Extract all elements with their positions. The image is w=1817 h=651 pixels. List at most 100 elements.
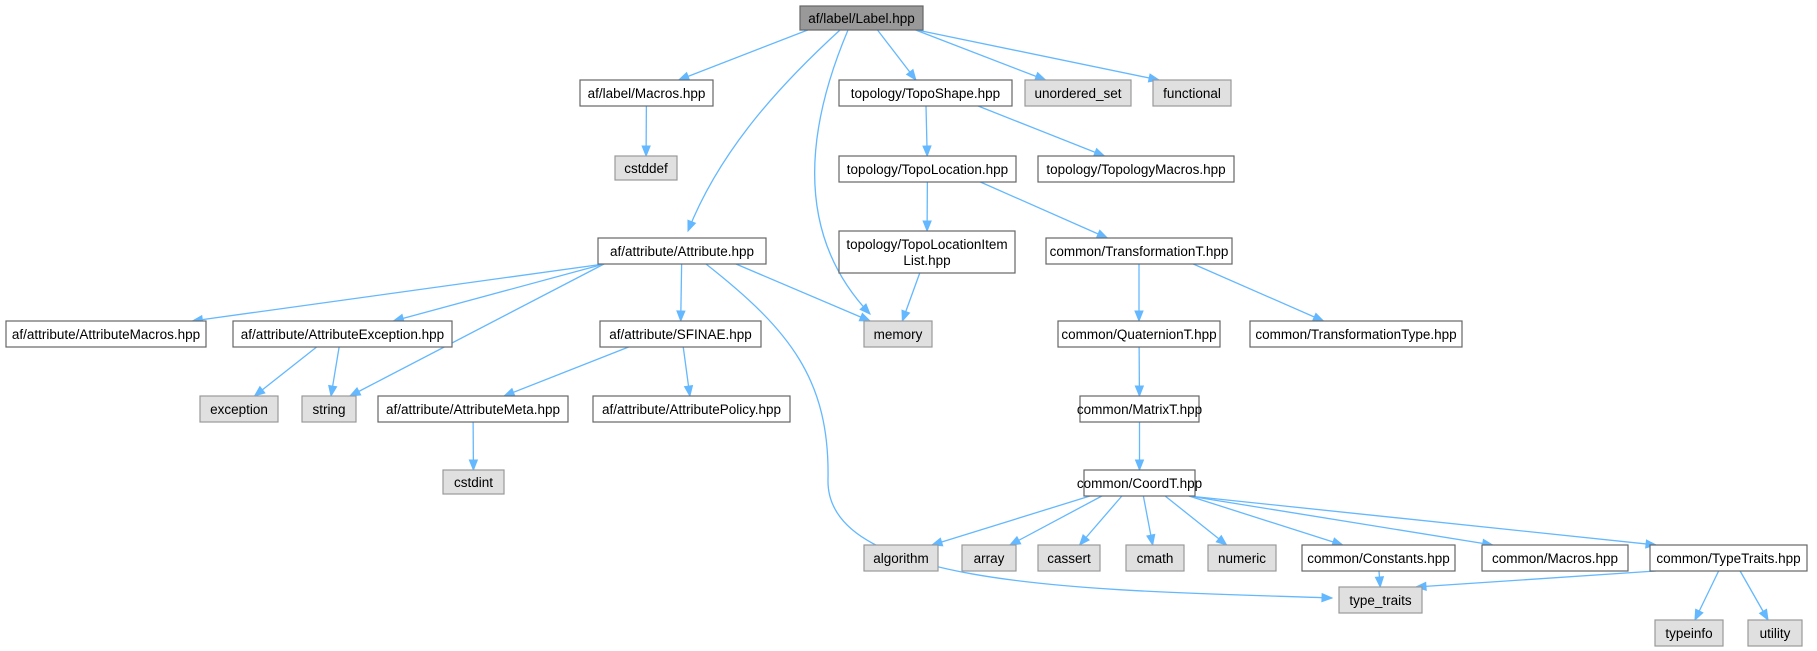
node-topolocation[interactable]: topology/TopoLocation.hpp [838, 155, 1017, 183]
node-quaterniont[interactable]: common/QuaternionT.hpp [1057, 320, 1221, 348]
edge-constants-to-type-traits [1374, 570, 1385, 589]
edge-attribute-to-attrexception [392, 263, 605, 323]
node-utility: utility [1747, 619, 1803, 647]
node-label: cstddef [624, 161, 668, 176]
node-cstddef: cstddef [614, 155, 678, 181]
node-constants[interactable]: common/Constants.hpp [1301, 544, 1456, 572]
arrowhead-icon [1374, 576, 1385, 589]
node-cstdint: cstdint [442, 469, 505, 495]
node-box [1152, 79, 1232, 107]
node-box [597, 237, 767, 265]
node-box [1338, 586, 1423, 614]
node-label: type_traits [1349, 593, 1412, 608]
edge-transformationt-to-quaterniont [1134, 264, 1144, 323]
arrowhead-icon [901, 309, 911, 323]
arrowhead-icon [683, 384, 694, 398]
edge-line [915, 29, 1046, 81]
arrowhead-icon [676, 310, 686, 323]
node-label[interactable]: af/label/Label.hpp [799, 5, 924, 31]
node-label: topology/TopoLocationItem [846, 237, 1007, 252]
node-box [301, 395, 357, 423]
node-box [614, 155, 678, 181]
edge-coordt-to-cassert [1078, 495, 1123, 547]
edge-label-to-attribute [687, 29, 841, 233]
node-label: common/CoordT.hpp [1077, 476, 1202, 491]
node-matrixt[interactable]: common/MatrixT.hpp [1077, 395, 1202, 423]
node-box [1207, 544, 1277, 572]
node-attrmeta[interactable]: af/attribute/AttributeMeta.hpp [377, 395, 569, 423]
arrowhead-icon [253, 385, 266, 397]
edge-line [393, 263, 605, 322]
node-box [1654, 619, 1724, 647]
edge-attribute-to-string [348, 263, 605, 397]
node-label: af/attribute/AttributeMacros.hpp [12, 327, 200, 342]
edge-topolocationitemlist-to-memory [901, 272, 921, 323]
node-attribute[interactable]: af/attribute/Attribute.hpp [597, 237, 767, 265]
edge-line [1188, 495, 1657, 546]
node-macros[interactable]: af/label/Macros.hpp [579, 79, 714, 107]
edge-line [192, 263, 605, 322]
arrowhead-icon [1092, 147, 1106, 157]
node-label: List.hpp [903, 253, 950, 268]
edge-attrmeta-to-cstdint [468, 421, 479, 472]
edge-coordt-to-cmath [1142, 495, 1156, 547]
edge-line [678, 29, 808, 81]
node-label: af/attribute/Attribute.hpp [610, 244, 754, 259]
node-box [838, 79, 1013, 107]
node-box [1079, 395, 1200, 423]
edge-coordt-to-numeric [1164, 495, 1228, 546]
node-label: cmath [1137, 551, 1174, 566]
node-commonmacros[interactable]: common/Macros.hpp [1481, 544, 1629, 572]
arrowhead-icon [502, 387, 516, 397]
arrowhead-icon [1694, 608, 1704, 622]
node-coordt[interactable]: common/CoordT.hpp [1077, 469, 1202, 497]
node-unordered-set: unordered_set [1024, 79, 1132, 107]
edge-line [1079, 495, 1123, 546]
node-box [599, 320, 762, 348]
arrowhead-icon [677, 71, 691, 81]
node-attrpolicy[interactable]: af/attribute/AttributePolicy.hpp [592, 395, 791, 423]
edge-label-to-macros [677, 29, 808, 81]
edge-attribute-to-attrmacros [191, 263, 605, 325]
edge-macros-to-cstddef [641, 105, 651, 158]
edge-line [705, 263, 1333, 599]
node-transformationtype[interactable]: common/TransformationType.hpp [1249, 320, 1463, 348]
arrowhead-icon [328, 384, 338, 398]
arrowhead-icon [1008, 535, 1022, 546]
node-label: topology/TopologyMacros.hpp [1046, 162, 1225, 177]
node-label: exception [210, 402, 268, 417]
node-toposhape[interactable]: topology/TopoShape.hpp [838, 79, 1013, 107]
edge-sfinae-to-attrpolicy [682, 346, 694, 398]
arrowhead-icon [1215, 534, 1228, 546]
node-label: af/attribute/SFINAE.hpp [609, 327, 752, 342]
edge-line [254, 346, 318, 397]
node-box [199, 395, 279, 423]
node-label: af/attribute/AttributePolicy.hpp [602, 402, 781, 417]
arrowhead-icon [348, 386, 362, 397]
node-box [838, 155, 1017, 183]
node-transformationt[interactable]: common/TransformationT.hpp [1045, 237, 1233, 265]
node-label: string [312, 402, 345, 417]
node-attrexception[interactable]: af/attribute/AttributeException.hpp [232, 320, 453, 348]
node-box [5, 320, 207, 348]
edge-attrexception-to-string [328, 346, 340, 398]
arrowhead-icon [1758, 608, 1769, 622]
edge-coordt-to-constants [1188, 495, 1344, 547]
node-topologymacros[interactable]: topology/TopologyMacros.hpp [1037, 155, 1235, 183]
edge-line [1188, 495, 1493, 546]
node-typetraits[interactable]: common/TypeTraits.hpp [1649, 544, 1808, 572]
arrowhead-icon [905, 68, 917, 82]
node-label: af/label/Macros.hpp [588, 86, 706, 101]
arrowhead-icon [1095, 229, 1109, 239]
arrowhead-icon [641, 145, 651, 158]
node-sfinae[interactable]: af/attribute/SFINAE.hpp [599, 320, 762, 348]
edge-topolocation-to-topolocationitemlist [922, 181, 932, 233]
node-label: common/TypeTraits.hpp [1656, 551, 1800, 566]
node-box [1481, 544, 1629, 572]
node-box [1301, 544, 1456, 572]
node-attrmacros[interactable]: af/attribute/AttributeMacros.hpp [5, 320, 207, 348]
node-label: cassert [1047, 551, 1091, 566]
node-box [863, 544, 939, 572]
